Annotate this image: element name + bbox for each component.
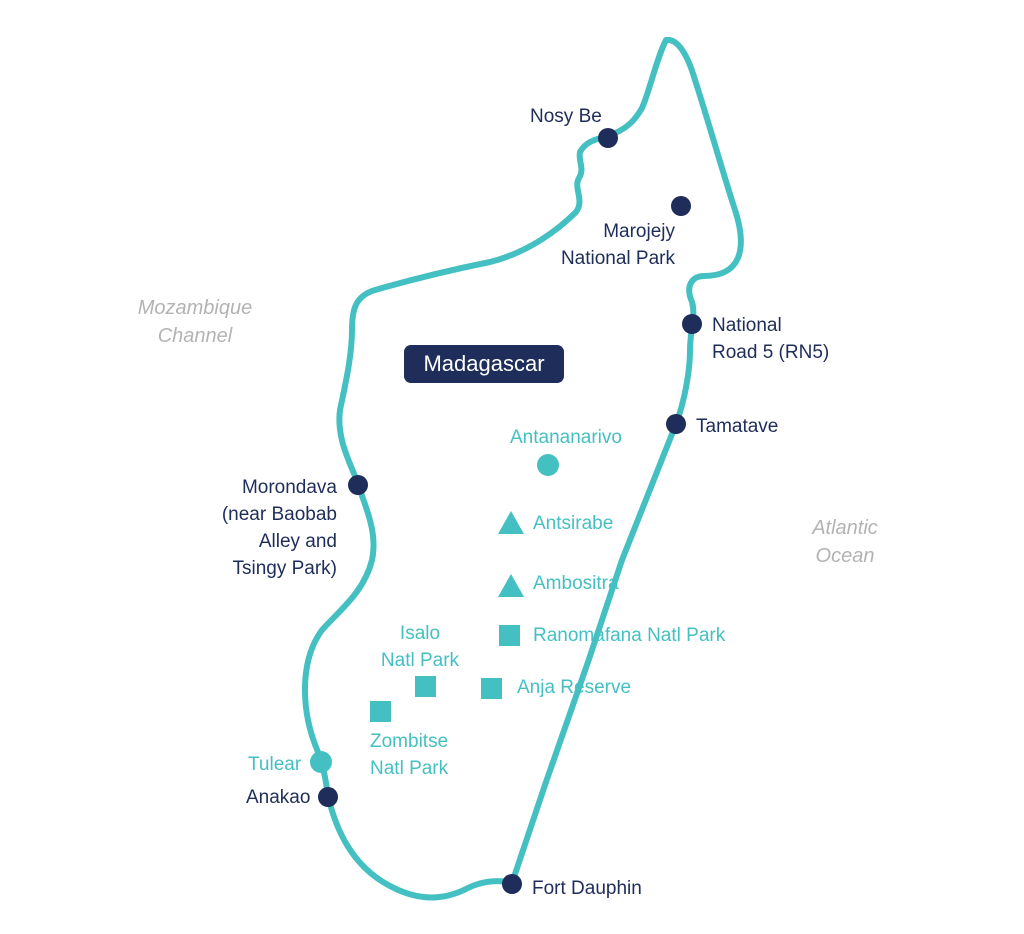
tulear-label: Tulear <box>248 754 302 775</box>
anja-label: Anja Reserve <box>517 677 632 698</box>
isalo-marker[interactable] <box>415 676 436 697</box>
fort-dauphin-label: Fort Dauphin <box>532 878 642 899</box>
antsirabe-marker[interactable] <box>498 511 524 534</box>
atlantic-ocean-label: Atlantic Ocean <box>812 517 878 567</box>
rn5-label: National Road 5 (RN5) <box>712 315 830 363</box>
tamatave-marker[interactable] <box>666 414 686 434</box>
nosy-be-label: Nosy Be <box>530 106 602 127</box>
marojejy-marker[interactable] <box>671 196 691 216</box>
mozambique-channel-label: Mozambique Channel <box>137 297 253 347</box>
antsirabe-label: Antsirabe <box>533 513 614 534</box>
ranomafana-marker[interactable] <box>499 625 520 646</box>
nosy-be-marker[interactable] <box>598 128 618 148</box>
ambositra-label: Ambositra <box>533 573 619 594</box>
marojejy-label: Marojejy National Park <box>560 221 675 269</box>
island-outline <box>302 36 744 901</box>
rn5-marker[interactable] <box>682 314 702 334</box>
ambositra-marker[interactable] <box>498 574 524 597</box>
anja-marker[interactable] <box>481 678 502 699</box>
morondava-label: Morondava (near Baobab Alley and Tsingy … <box>221 477 337 579</box>
fort-dauphin-marker[interactable] <box>502 874 522 894</box>
tulear-marker[interactable] <box>310 751 332 773</box>
anakao-label: Anakao <box>246 787 311 808</box>
tamatave-label: Tamatave <box>696 416 779 437</box>
morondava-marker[interactable] <box>348 475 368 495</box>
antananarivo-marker[interactable] <box>537 454 559 476</box>
map-title: Madagascar <box>404 345 564 383</box>
zombitse-label: Zombitse Natl Park <box>370 731 449 779</box>
anakao-marker[interactable] <box>318 787 338 807</box>
zombitse-marker[interactable] <box>370 701 391 722</box>
ranomafana-label: Ranomafana Natl Park <box>533 625 726 646</box>
antananarivo-label: Antananarivo <box>510 427 622 448</box>
isalo-label: Isalo Natl Park <box>380 623 460 671</box>
